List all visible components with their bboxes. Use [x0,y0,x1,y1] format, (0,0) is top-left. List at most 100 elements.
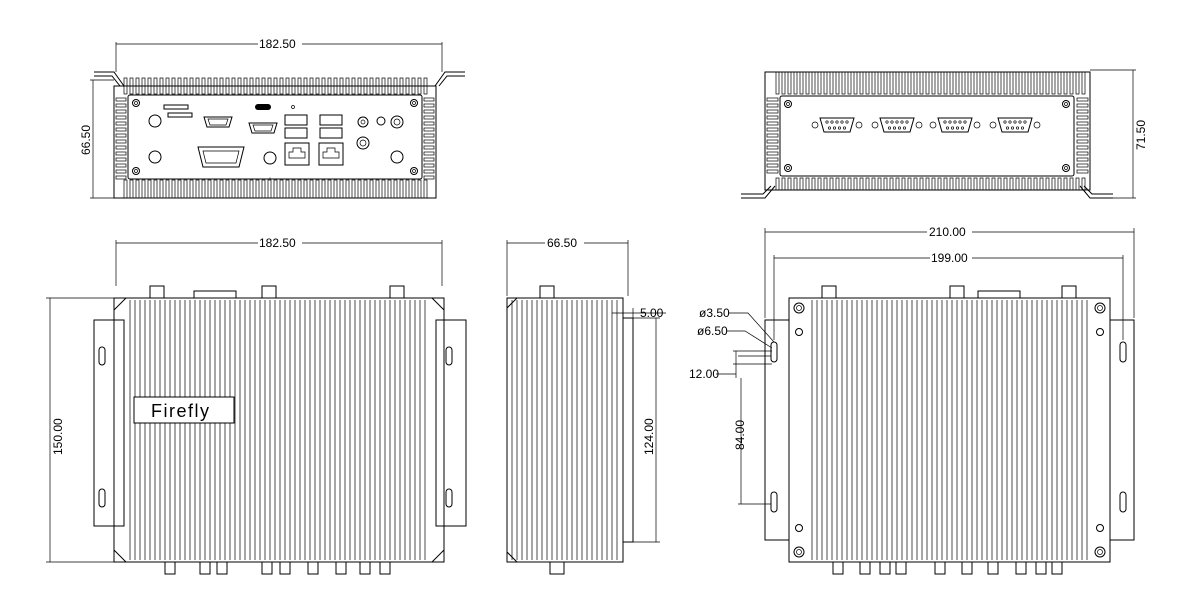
heatsink-fin [423,139,435,144]
heatsink-fin [883,177,888,191]
heatsink-fin [859,177,864,191]
heatsink-fin [805,71,810,95]
heatsink-fin [1076,97,1089,102]
heatsink-fin [835,71,840,95]
heatsink-fin [369,77,374,95]
db9-serial-port [937,117,973,133]
heatsink-fin [847,177,852,191]
heatsink-fin [877,71,882,95]
rear-connector [1051,561,1063,575]
db9-pin [832,126,837,130]
rear-connector [261,561,273,575]
heatsink-fin [351,179,356,199]
heatsink-fin [973,71,978,95]
heatsink-fin [799,71,804,95]
slot-length-label: 12.00 [689,367,719,381]
heatsink-fin [153,179,158,199]
heatsink-fin [907,71,912,95]
heatsink-fin [1069,177,1074,191]
heatsink-fin [835,177,840,191]
heatsink-fin [375,179,380,199]
heatsink-fin [285,77,290,95]
heatsink-fin [841,71,846,95]
hole-small-label: ø3.50 [699,306,730,320]
db9-pin [842,126,847,130]
heatsink-fin [775,177,780,191]
heatsink-fin [333,77,338,95]
db9-pin [945,126,950,130]
front-width-label: 182.50 [259,37,296,51]
heatsink-fin [297,77,302,95]
heatsink-fin [363,77,368,95]
heatsink-fin [766,139,779,144]
db9-pin [835,120,839,124]
db9-pin [840,120,844,124]
heatsink-fin [766,163,779,168]
db9-screw [1033,121,1041,129]
heatsink-fin [115,109,127,114]
heatsink-fin [249,179,254,199]
db9-screw [915,121,923,129]
heatsink-fin [159,179,164,199]
heatsink-fin [793,71,798,95]
heatsink-fin [231,179,236,199]
heatsink-fin [889,177,894,191]
heatsink-fin [183,77,188,95]
heatsink-fin [1015,177,1020,191]
heatsink-fin [297,179,302,199]
heatsink-fin [919,177,924,191]
heatsink-fin [775,71,780,95]
heatsink-fin [237,179,242,199]
db9-pin [943,120,947,124]
heatsink-fin [766,97,779,102]
heatsink-fin [766,121,779,126]
heatsink-fin [979,177,984,191]
heatsink-fin [913,71,918,95]
heatsink-fin [189,179,194,199]
heatsink-fin [237,77,242,95]
rear-connector [859,561,871,575]
db9-pin [963,120,967,124]
heatsink-fin [351,77,356,95]
heatsink-fin [363,179,368,199]
heatsink-fin [267,77,272,95]
side-dimensions: 66.50 5.00 124.00 [506,236,666,543]
heatsink-fin [141,179,146,199]
heatsink-fin [817,177,822,191]
heatsink-fin [315,179,320,199]
heatsink-fin [115,115,127,120]
heatsink-fin [279,77,284,95]
heatsink-fin [811,177,816,191]
heatsink-fin [423,121,435,126]
heatsink-fin [261,77,266,95]
heatsink-fin [115,127,127,132]
heatsink-fin [781,71,786,95]
heatsink-fin [135,77,140,95]
heatsink-fin [985,71,990,95]
db9-screw [929,121,937,129]
side-length-label: 124.00 [642,418,656,455]
db9-pin [1018,120,1022,124]
heatsink-fin [219,77,224,95]
heatsink-fin [411,179,416,199]
db9-pin [827,126,832,130]
rear-connector [895,561,907,575]
back-dimensions: 71.50 [1090,69,1148,199]
heatsink-fin [195,77,200,95]
heatsink-fin [423,115,435,120]
heatsink-fin [823,71,828,95]
heatsink-fin [123,77,128,95]
heatsink-fin [115,145,127,150]
rear-connector [1015,561,1027,575]
heatsink-fin [1076,169,1089,174]
heatsink-fin [303,77,308,95]
heatsink-fin [1076,109,1089,114]
heatsink-fin [129,77,134,95]
db9-screw [855,121,863,129]
heatsink-fin [315,77,320,95]
heatsink-fin [943,177,948,191]
heatsink-fin [907,177,912,191]
rear-connector [164,561,176,575]
heatsink-fin [949,177,954,191]
db9-pin [1005,126,1010,130]
